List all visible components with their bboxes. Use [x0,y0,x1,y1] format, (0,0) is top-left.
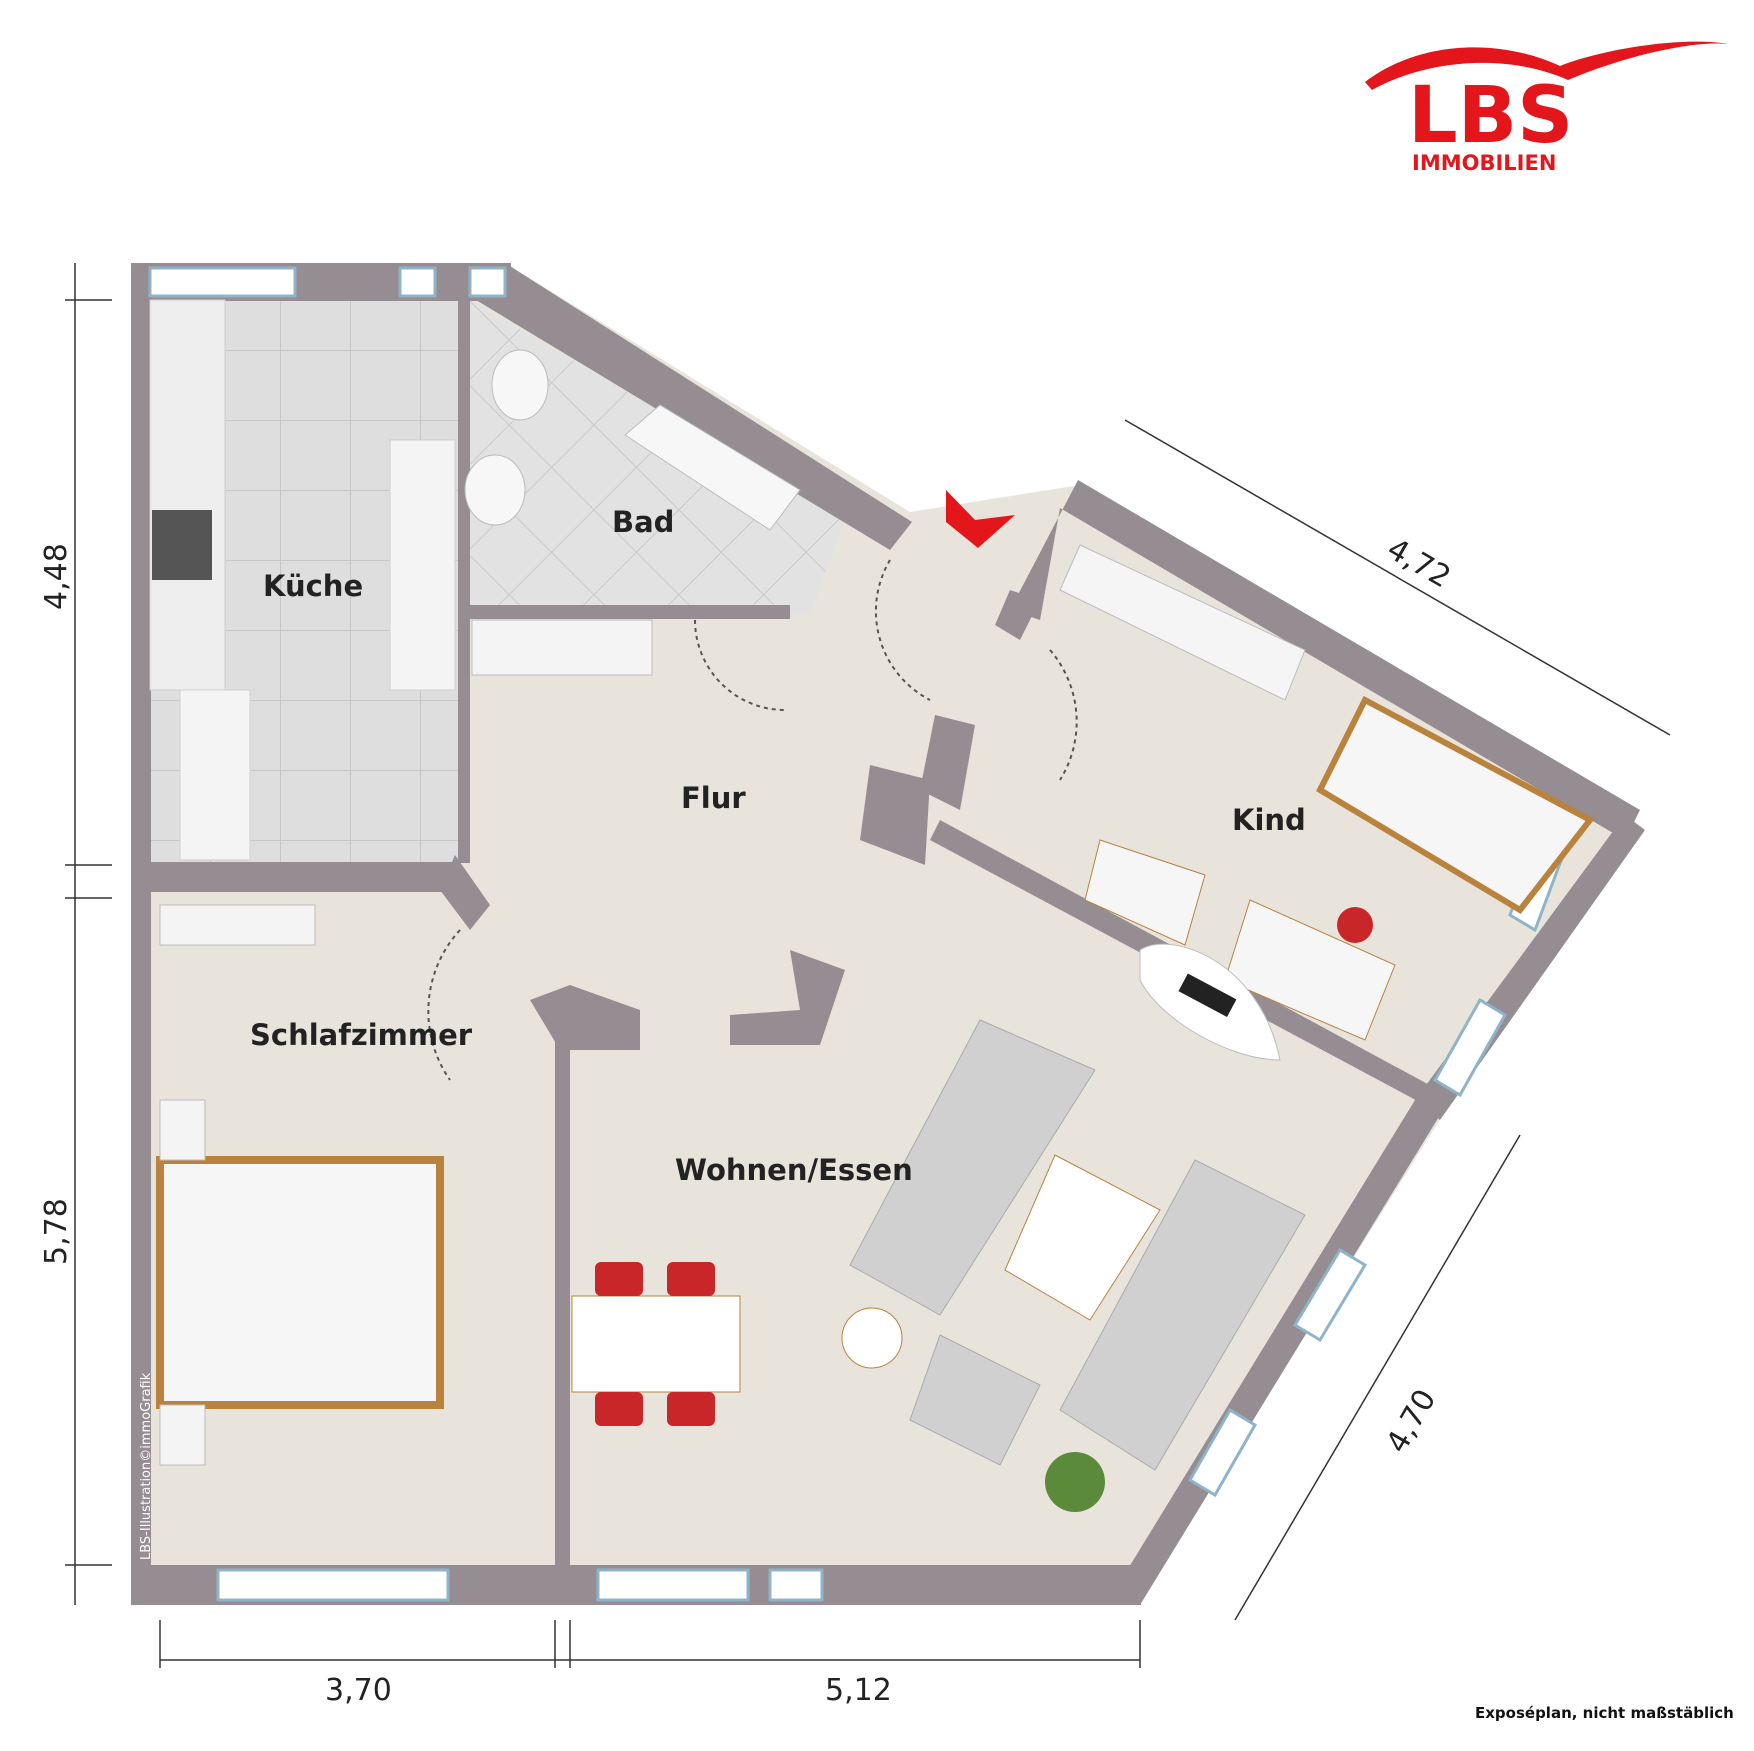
windows [148,266,1567,1602]
dim-left-bottom: 5,78 [39,1198,74,1265]
room-label-kind: Kind [1232,803,1306,837]
dining-chair [595,1392,643,1426]
room-label-schlafzimmer: Schlafzimmer [250,1018,473,1052]
sofa-right [1059,1159,1306,1471]
double-bed [156,1156,444,1409]
stove-icon [152,510,212,580]
lbs-logo: LBS IMMOBILIEN [1365,41,1728,175]
kind-chair [1337,907,1373,943]
kitchen-cabinets [389,439,456,691]
dim-left-top: 4,48 [39,543,74,610]
logo-sub: IMMOBILIEN [1412,151,1556,175]
illustration-credit: LBS-Illustration©immoGrafik [139,1372,154,1560]
dimension-lines [65,263,1671,1668]
side-table [841,1307,903,1369]
dining-table [571,1295,741,1393]
room-label-flur: Flur [681,781,746,815]
kind-bed [1316,695,1595,914]
dim-bottom-right: 5,12 [825,1673,892,1708]
toilet-icon [491,349,549,421]
sofa-left [849,1019,1096,1316]
logo-roof-icon [1365,41,1728,90]
plant-icon [1045,1452,1105,1512]
bath-floor [470,300,845,615]
nightstand [159,1404,206,1466]
wardrobe-flur [471,619,653,676]
dim-bottom-left: 3,70 [325,1673,392,1708]
dining-chair [667,1262,715,1296]
room-label-bad: Bad [612,505,674,539]
dining-chair [595,1262,643,1296]
nightstand [159,1099,206,1161]
kitchen-counter [149,299,226,691]
kind-dresser [1084,839,1206,946]
kitchen-cabinets-low [179,689,251,861]
armchair [909,1334,1041,1466]
bedroom-shelf [159,904,316,946]
furniture [149,299,1595,1512]
entrance-arrow-icon [946,490,1015,548]
room-label-wohnen: Wohnen/Essen [675,1153,913,1187]
door-swings [427,559,1078,1081]
kind-wardrobe [1059,544,1306,701]
dining-chair [667,1392,715,1426]
room-label-kueche: Küche [263,569,363,603]
kind-desk [1224,899,1396,1041]
tv-icon [1178,973,1237,1017]
bathtub-icon [624,404,801,531]
sink-icon [464,454,526,526]
dim-kind-top: 4,72 [1381,532,1456,596]
dim-right-diag: 4,70 [1380,1384,1444,1459]
coffee-table [1004,1154,1161,1321]
logo-brand: LBS [1408,71,1573,161]
plan-note: Exposéplan, nicht maßstäblich [1475,1704,1734,1722]
